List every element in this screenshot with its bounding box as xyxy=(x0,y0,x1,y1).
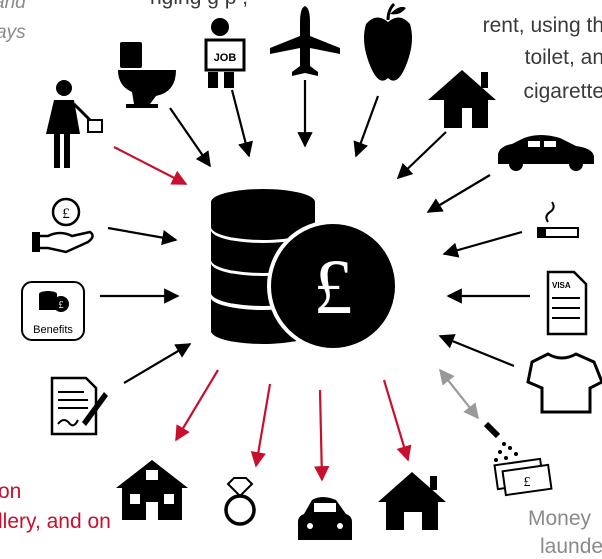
inward-arrows xyxy=(100,80,530,384)
svg-text:£: £ xyxy=(524,475,531,490)
house-bottom-left-icon xyxy=(116,460,188,520)
job-sign-icon: JOB xyxy=(204,18,246,88)
woman-shopping-icon xyxy=(46,80,103,168)
toilet-icon xyxy=(118,42,176,108)
arrow-house-top xyxy=(396,131,447,180)
apple-icon xyxy=(364,2,412,81)
ring-icon xyxy=(224,477,256,526)
svg-text:Benefits: Benefits xyxy=(33,324,73,336)
arrow-tshirt xyxy=(438,334,515,368)
arrow-out-car xyxy=(313,389,330,482)
car-bottom-icon xyxy=(298,497,352,540)
contract-icon xyxy=(50,376,108,436)
arrow-hand-coin xyxy=(107,226,178,246)
top-left-text-line2: ays xyxy=(0,22,26,43)
arrow-money-laundering xyxy=(439,368,479,420)
right-text-line2: toilet, an xyxy=(524,46,602,69)
svg-text:JOB: JOB xyxy=(214,52,237,64)
money-shower-icon: £ xyxy=(483,421,553,497)
svg-text:VISA: VISA xyxy=(552,281,571,290)
bottom-left-text-line1: on xyxy=(0,480,22,503)
arrow-apple xyxy=(353,95,380,158)
arrow-woman-shopping xyxy=(113,146,188,185)
arrow-car-right xyxy=(426,174,491,213)
center-pound-symbol: £ xyxy=(314,243,353,330)
bottom-right-text-line1: Money xyxy=(528,507,592,530)
arrow-job xyxy=(230,89,253,158)
visa-document-icon: VISA xyxy=(546,270,588,336)
cigarette-icon xyxy=(537,201,579,238)
right-text-line3: cigarette xyxy=(523,80,602,103)
top-text-fragment: nging g p , xyxy=(150,0,248,10)
arrow-out-house-right xyxy=(382,379,412,462)
house-bottom-right-icon xyxy=(378,472,446,530)
red-arrows xyxy=(113,146,412,482)
airplane-icon xyxy=(270,6,340,76)
arrow-cigarette xyxy=(442,230,523,258)
hand-coin-icon: £ xyxy=(32,197,94,254)
pound-coin-icon: £ xyxy=(267,220,399,352)
benefits-icon: £ Benefits xyxy=(21,281,85,341)
car-icon xyxy=(498,135,594,171)
house-icon xyxy=(428,70,496,128)
svg-text:£: £ xyxy=(59,300,64,311)
arrow-contract xyxy=(123,343,192,384)
top-left-text-line1: and xyxy=(0,0,26,13)
arrow-out-house-left xyxy=(175,369,219,442)
arrow-toilet xyxy=(169,107,211,168)
right-text-line1: rent, using th xyxy=(482,14,602,37)
tshirt-icon xyxy=(526,352,602,414)
bottom-left-text-line2: llery, and on xyxy=(0,510,111,533)
svg-text:£: £ xyxy=(62,206,70,222)
arrow-out-ring xyxy=(250,383,272,468)
